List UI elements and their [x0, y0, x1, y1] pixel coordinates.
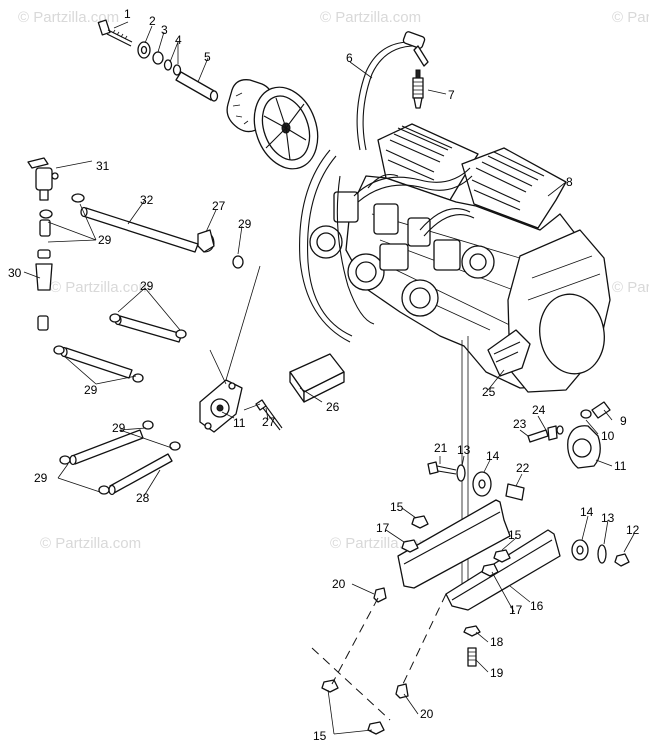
callout-8: 8: [566, 175, 573, 189]
callout-13-upper: 13: [457, 443, 471, 457]
cable-tie: [197, 229, 283, 431]
callout-4: 4: [175, 33, 182, 47]
callout-20-lower: 20: [420, 707, 434, 721]
callout-21: 21: [434, 441, 448, 455]
callout-14-upper: 14: [486, 449, 500, 463]
watermark-text: © Partzilla.com: [612, 9, 649, 26]
callout-28: 28: [136, 491, 150, 505]
hose-clamps: [39, 193, 244, 495]
callout-22: 22: [516, 461, 530, 475]
callout-16: 16: [530, 599, 544, 613]
callout-1: 1: [124, 7, 131, 21]
spark-plug-wire: [356, 31, 429, 151]
callout-10: 10: [601, 429, 615, 443]
drive-bolt-assembly: [97, 19, 219, 102]
cdi-module: [289, 353, 345, 403]
callout-labels: 1 2 3 4 5 6 7 8 9 10 11 11 12 13 13 14 1…: [8, 7, 640, 743]
callout-14-right: 14: [580, 505, 594, 519]
callout-24: 24: [532, 403, 546, 417]
callout-5: 5: [204, 50, 211, 64]
callout-29-c: 29: [140, 279, 154, 293]
fuel-hoses-29: [60, 314, 183, 496]
callout-30: 30: [8, 266, 22, 280]
watermarks: © Partzilla.com © Partzilla.com © Partzi…: [18, 9, 649, 552]
callout-9: 9: [620, 414, 627, 428]
callout-32: 32: [140, 193, 154, 207]
callout-19: 19: [490, 666, 504, 680]
callout-23: 23: [513, 417, 527, 431]
callout-27-lower: 27: [262, 415, 276, 429]
callout-7: 7: [448, 88, 455, 102]
callout-29-e: 29: [112, 421, 126, 435]
callout-15-right: 15: [508, 528, 522, 542]
watermark-text: © Partzilla.com: [320, 9, 421, 26]
watermark-text: © Partzilla.com: [18, 9, 119, 26]
motor-mounts: [311, 336, 630, 735]
callout-29-b: 29: [238, 217, 252, 231]
fuel-pump-left: [199, 379, 243, 433]
callout-11-right: 11: [614, 459, 627, 473]
watermark-text: © Partzilla.com: [50, 279, 151, 296]
callout-13-right: 13: [601, 511, 615, 525]
callout-15-upper: 15: [390, 500, 404, 514]
callout-18: 18: [490, 635, 504, 649]
callout-15-lower: 15: [313, 729, 327, 743]
callout-20-upper: 20: [332, 577, 346, 591]
callout-17-lower: 17: [509, 603, 523, 617]
callout-11-left: 11: [233, 416, 246, 430]
callout-29-a: 29: [98, 233, 112, 247]
wire-loops: [299, 149, 375, 343]
callout-17-upper: 17: [376, 521, 390, 535]
watermark-text: © Partzilla.com: [40, 535, 141, 552]
callout-25: 25: [482, 385, 496, 399]
fuel-valve-and-filter: [27, 157, 59, 331]
callout-2: 2: [149, 14, 156, 28]
fuel-pump-right: [527, 401, 611, 469]
leader-lines-left: [23, 21, 567, 497]
drive-clutch: [226, 79, 319, 170]
callout-3: 3: [161, 23, 168, 37]
callout-29-d: 29: [84, 383, 98, 397]
engine-block: [309, 123, 611, 393]
callout-6: 6: [346, 51, 353, 65]
callout-31: 31: [96, 159, 110, 173]
callout-12: 12: [626, 523, 640, 537]
callout-27-upper: 27: [212, 199, 226, 213]
callout-29-f: 29: [34, 471, 48, 485]
watermark-text: © Partzilla.com: [612, 279, 649, 296]
callout-26: 26: [326, 400, 340, 414]
leader-lines-right: [327, 409, 635, 735]
